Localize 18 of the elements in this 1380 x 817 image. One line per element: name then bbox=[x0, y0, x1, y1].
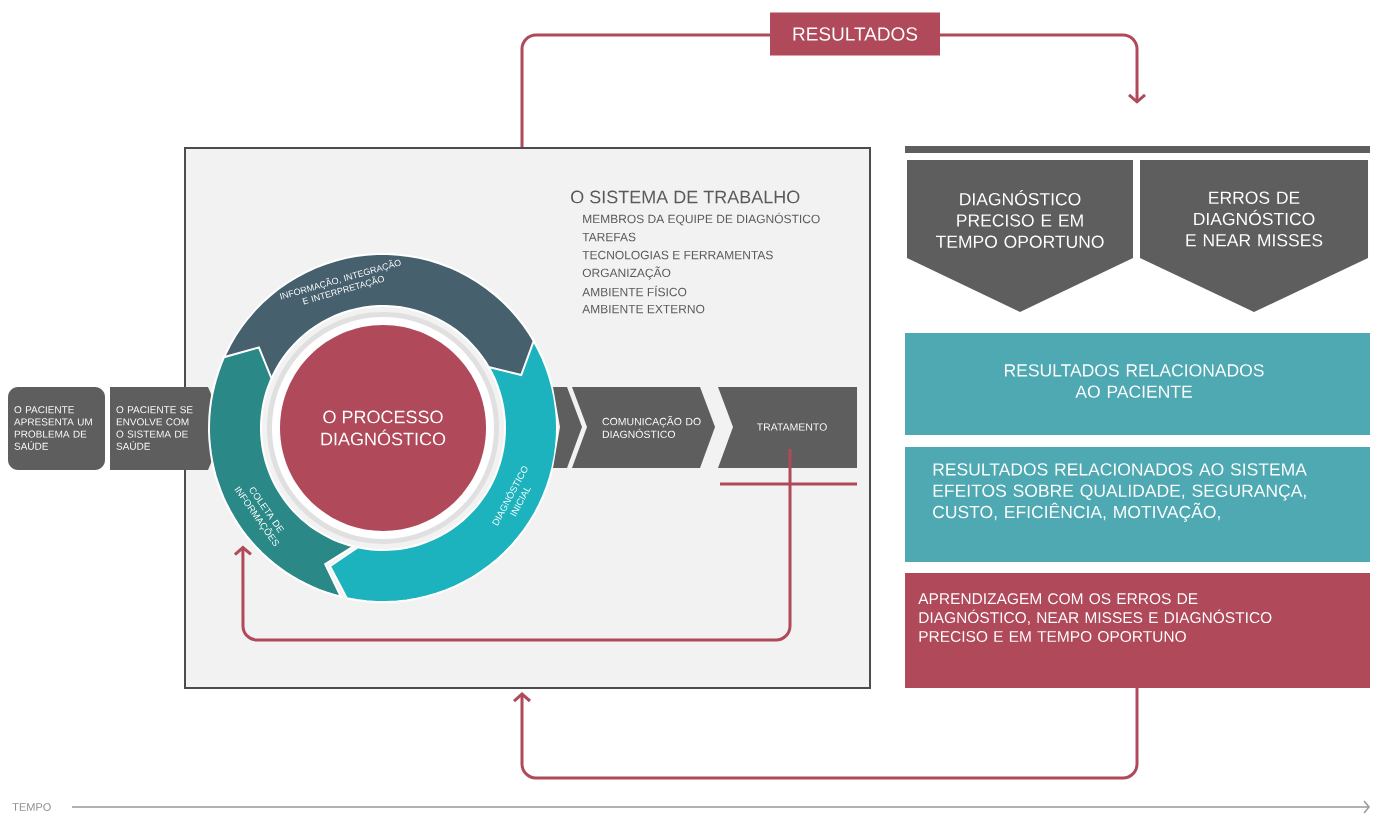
chevron-step: COMUNICAÇÃO DO DIAGNÓSTICO bbox=[553, 387, 715, 468]
list-item: MEMBROS DA EQUIPE DE DIAGNÓSTICO bbox=[583, 212, 820, 226]
list-item: ORGANIZAÇÃO bbox=[582, 266, 671, 280]
outcome-box: RESULTADOS RELACIONADOS AO SISTEMA EFEITOS SOBRE QUALIDADE, SEGURANÇA, CUSTO, EFICIÊNCIA, MOTIVAÇÃO, bbox=[905, 447, 1370, 562]
list-item: TAREFAS bbox=[582, 232, 636, 242]
list-item: TECNOLOGIAS E FERRAMENTAS bbox=[582, 250, 773, 260]
list-item: AMBIENTE EXTERNO bbox=[582, 304, 705, 314]
edge-label: RESULTADOS bbox=[770, 12, 940, 56]
list-item: AMBIENTE FÍSICO bbox=[582, 285, 687, 297]
outcome-pentagon: ERROS DE DIAGNÓSTICO E NEAR MISSES bbox=[1140, 160, 1368, 312]
bar bbox=[905, 146, 1370, 153]
outcome-pentagon: DIAGNÓSTICO PRECISO E EM TEMPO OPORTUNO bbox=[907, 160, 1133, 312]
outcome-box: RESULTADOS RELACIONADOS AO PACIENTE bbox=[905, 333, 1370, 435]
step-box: O PACIENTE APRESENTA UM PROBLEMA DE SAÚDE bbox=[8, 387, 105, 470]
chevron-step: TRATAMENTO bbox=[718, 387, 857, 468]
learning-box: APRENDIZAGEM COM OS ERROS DE DIAGNÓSTICO, NEAR MISSES E DIAGNÓSTICO PRECISO E EM TEMPO OPORTUNO bbox=[905, 573, 1370, 688]
axis-label: TEMPO bbox=[12, 803, 51, 811]
panel-heading: O SISTEMA DE TRABALHO bbox=[571, 190, 800, 204]
